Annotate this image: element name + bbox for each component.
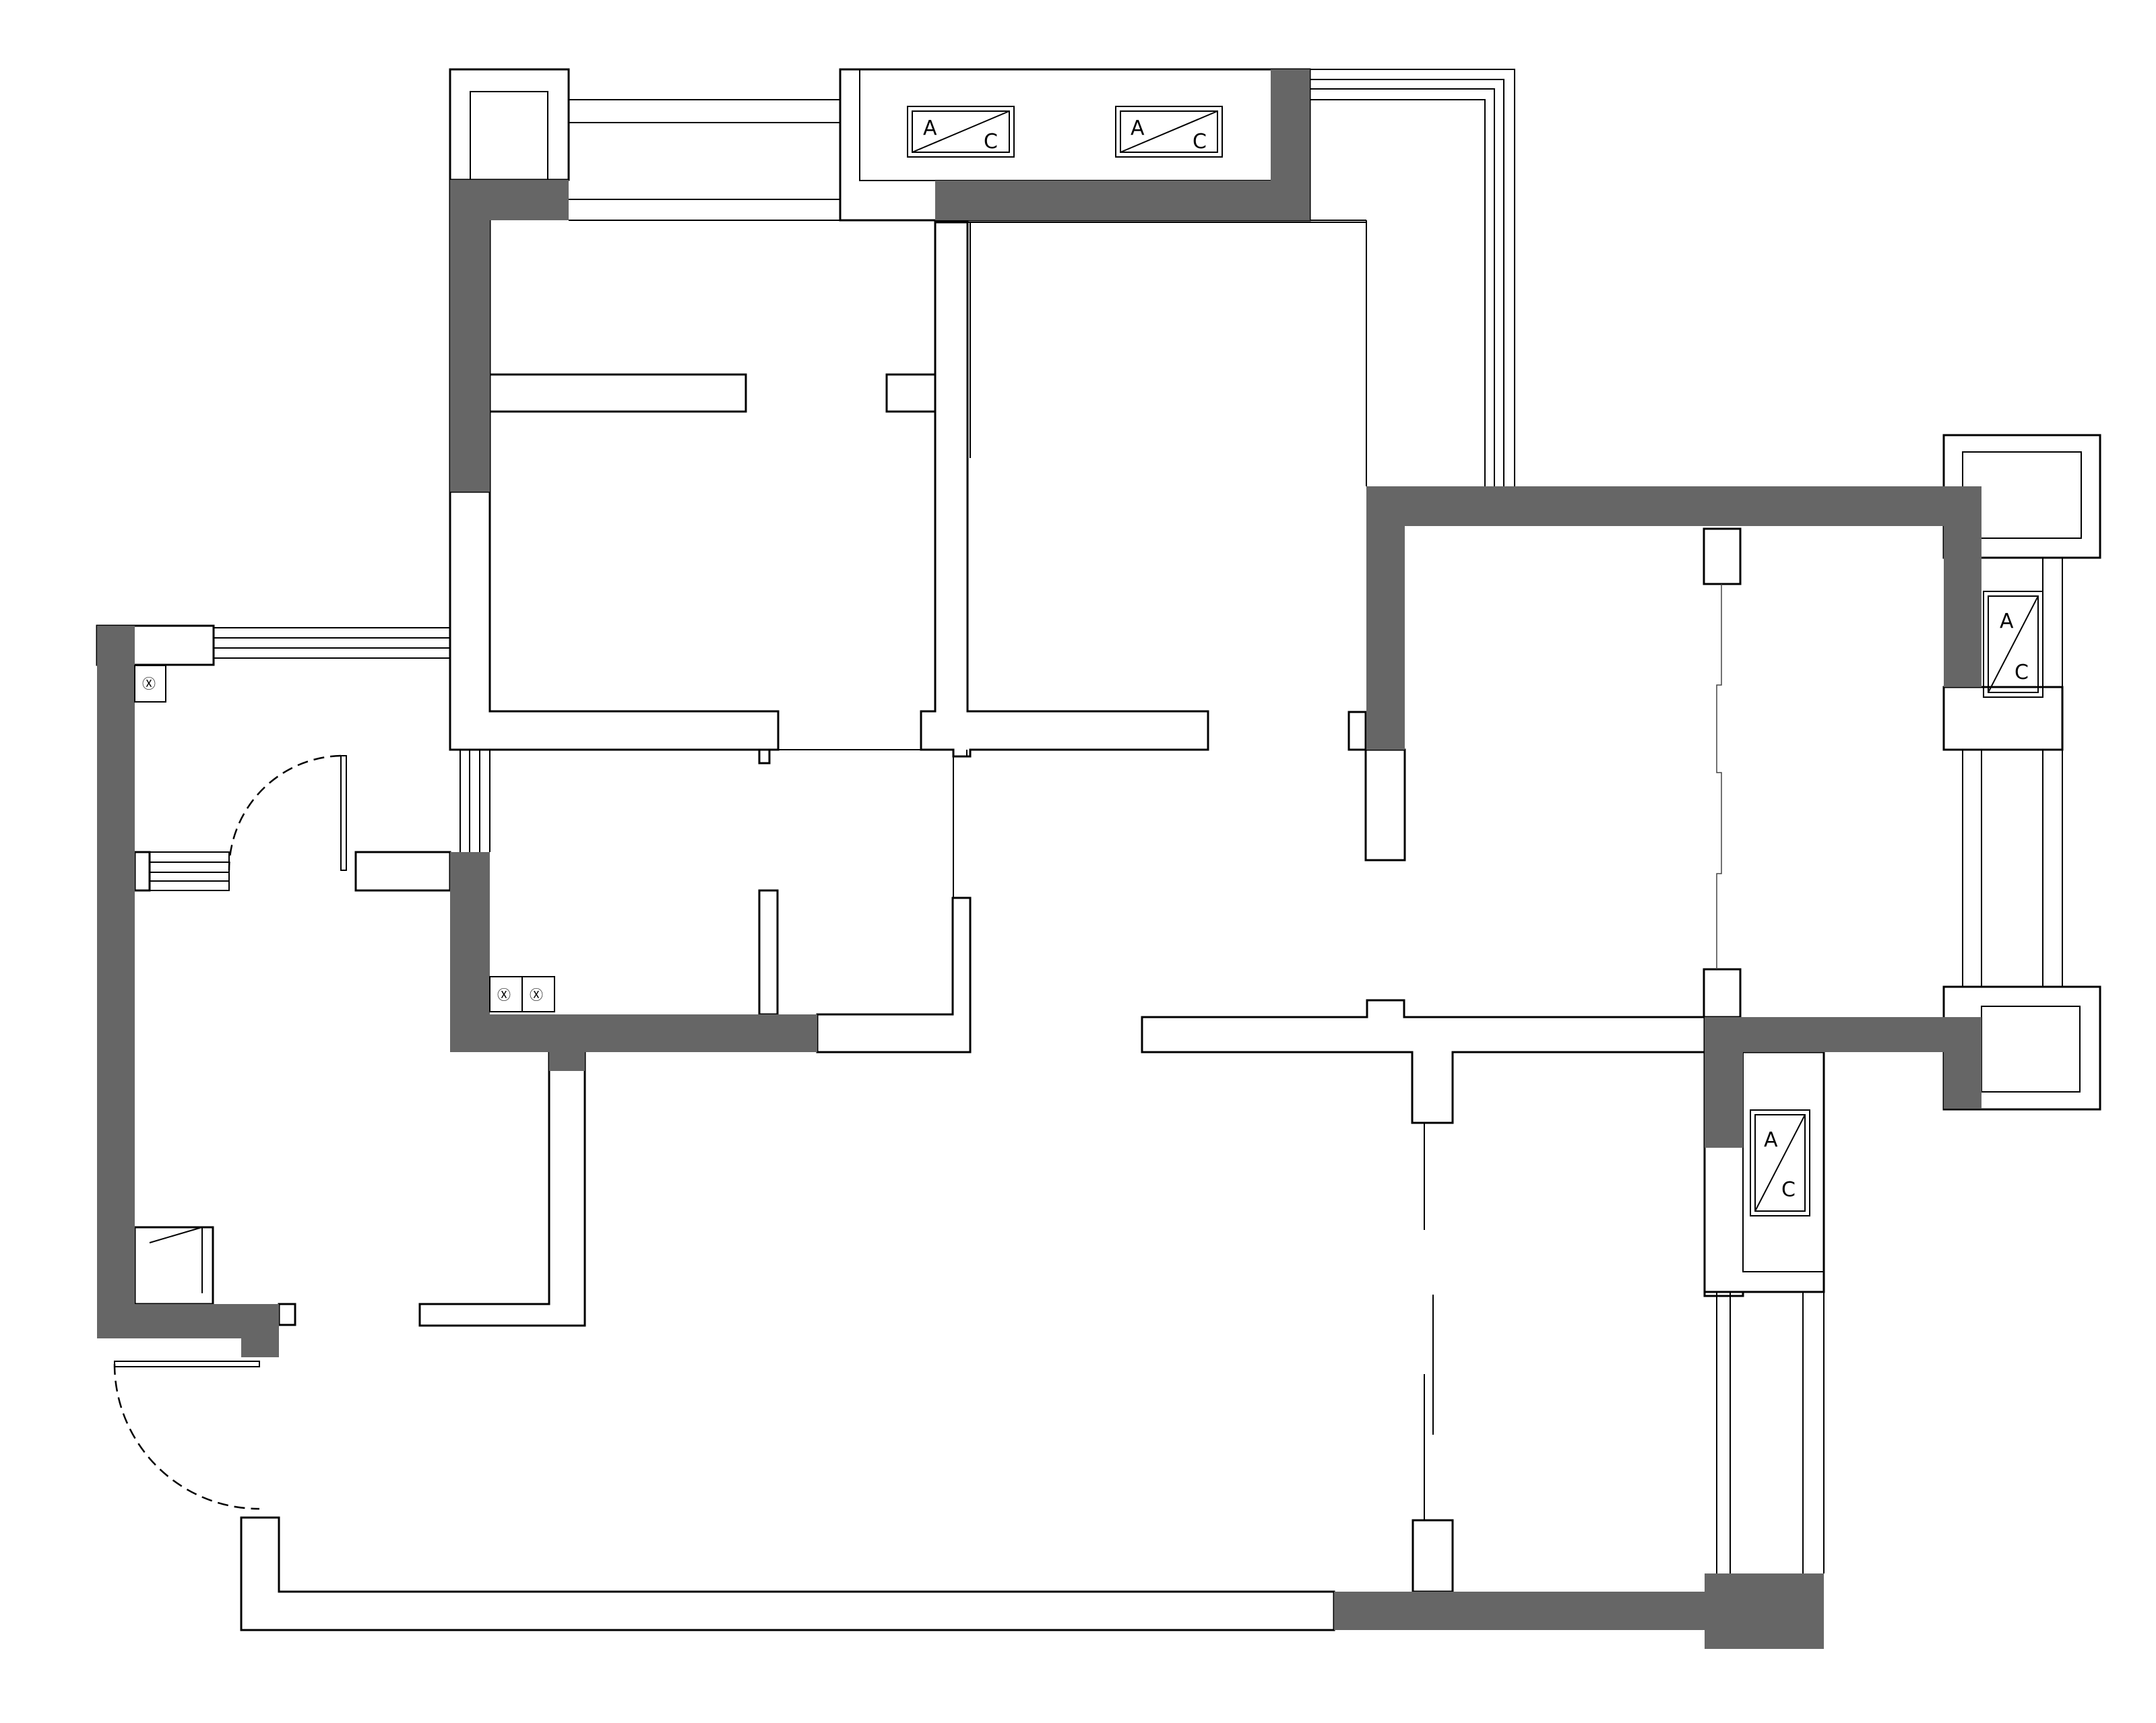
partition-walls [96, 68, 2101, 1631]
east-structural-wall [1366, 486, 1981, 750]
east-ac-box-mid [1942, 686, 2064, 751]
nw-column [449, 68, 570, 181]
ac-unit-southeast: A C [1750, 1109, 1810, 1216]
entry-door-swing [113, 1363, 260, 1510]
bedroom-stub-wall-2 [885, 373, 937, 413]
ac-letter-a: A [1764, 1128, 1778, 1152]
nw-structural-wall [450, 180, 569, 492]
central-wall [920, 221, 1209, 758]
floor-drain-entry: Ⓧ [134, 665, 166, 703]
west-stub [133, 851, 151, 892]
ac-letter-c: C [1193, 130, 1207, 154]
ac-unit-north-2: A C [1115, 106, 1223, 158]
south-wall [240, 1516, 1335, 1631]
ac-letter-a: A [1131, 117, 1145, 140]
door-swings [113, 754, 342, 1510]
bath-door-leaf [340, 755, 347, 871]
bath-door-stub [354, 851, 451, 892]
bath-stub-wall [758, 889, 779, 1016]
entry-door-leaf [114, 1361, 260, 1367]
corridor-wall [418, 1051, 586, 1327]
bedroom-stub-wall [488, 373, 747, 413]
se-structural-wall [1705, 1017, 1981, 1148]
east-column-bottom [1703, 968, 1742, 1018]
ac-unit-east: A C [1983, 591, 2043, 698]
radiator [149, 851, 230, 891]
sliding-doors [114, 584, 1722, 1520]
bedroom-divider-wall [449, 490, 780, 765]
ac-letter-a: A [923, 117, 937, 140]
west-stub-2 [278, 1303, 296, 1326]
living-partition-wall [1141, 999, 1706, 1124]
south-structural-wall [1334, 1573, 1824, 1649]
drain-icon: Ⓧ [497, 987, 511, 1003]
windows [214, 69, 2063, 1573]
ac-letter-c: C [984, 130, 998, 154]
drain-icon: Ⓧ [142, 676, 156, 692]
east-stub-wall-2 [1348, 711, 1367, 751]
north-structural-wall [935, 69, 1310, 220]
living-column-stub [1412, 1519, 1454, 1593]
east-column-top [1703, 527, 1742, 585]
west-structural-wall [97, 626, 279, 1357]
structural-walls [97, 69, 1981, 1649]
east-stub-wall [1364, 748, 1406, 862]
drain-icon: Ⓧ [530, 987, 543, 1003]
ac-unit-north-1: A C [907, 106, 1015, 158]
bath-side-wall [816, 897, 972, 1053]
west-stub-3 [133, 1226, 214, 1305]
bath-structural-wall [450, 852, 817, 1071]
floor-drains-bath: Ⓧ Ⓧ [489, 976, 555, 1012]
bath-door-swing [228, 754, 342, 871]
ac-letter-a: A [2000, 610, 2014, 633]
ac-letter-c: C [1781, 1178, 1796, 1202]
ac-letter-c: C [2015, 661, 2029, 684]
